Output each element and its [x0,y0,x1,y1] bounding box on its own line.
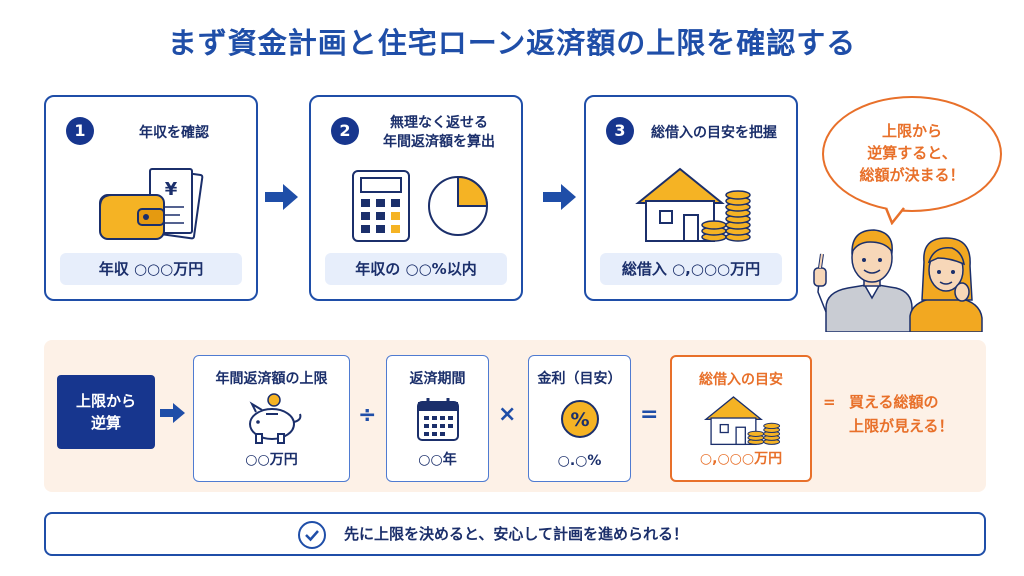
percent-icon: % [561,400,599,438]
arrow-right-icon [543,184,576,210]
step-value-3: 総借入 ○,○○○万円 [600,253,782,285]
yen-symbol: ¥ [165,179,178,200]
footer-note: 先に上限を決めると、安心して計画を進められる！ [44,512,986,556]
step-number-2: 2 [331,117,359,145]
multiply-operator: × [498,402,517,427]
formula-label-2: 返済期間 [409,371,466,387]
house-coins-icon [635,167,751,242]
bubble-line-1: 上限から [881,122,942,141]
step-title-3: 総借入の目安を把握 [651,124,777,141]
step-title-2-line1: 無理なく返せる [390,115,488,132]
step-value-1: 年収 ○○○万円 [60,253,242,285]
step-card-1: 1 年収を確認 ¥ 年収 ○○○万円 [44,95,258,301]
calculator-icon [352,170,410,242]
step-number-1: 1 [66,117,94,145]
formula-repayment-period: 返済期間 ○○年 [386,355,489,482]
formula-value-2: ○○年 [418,452,457,468]
formula-total-loan: 総借入の目安 ○,○○○万円 [670,355,812,482]
speech-bubble: 上限から 逆算すると、 総額が決まる！ [822,96,1002,212]
formula-value-3: ○.○% [557,453,602,469]
formula-value-1: ○○万円 [245,452,298,468]
bubble-tail [884,207,905,225]
step-card-3: 3 総借入の目安を把握 総借入 ○,○○○万円 [584,95,798,301]
equals-operator: = [640,402,659,427]
formula-annual-repayment: 年間返済額の上限 ○○万円 [193,355,350,482]
result-line-2: 上限が見える！ [849,417,954,435]
result-equals: = [823,393,836,411]
formula-interest-rate: 金利（目安） % ○.○% [528,355,631,482]
arrow-right-icon [265,184,298,210]
couple-illustration [813,229,983,332]
reverse-label-line-1: 上限から [75,391,136,410]
piggy-bank-icon [249,393,302,444]
step-title-1: 年収を確認 [139,124,209,141]
result-line-1: 買える総額の [849,393,939,411]
percent-symbol: % [570,409,589,431]
bubble-line-3: 総額が決まる！ [859,165,965,184]
step-card-2: 2 無理なく返せる年間返済額を算出 年収の ○○%以内 [309,95,523,301]
formula-value-4: ○,○○○万円 [699,451,783,467]
step-number-3: 3 [606,117,634,145]
page-title: まず資金計画と住宅ローン返済額の上限を確認する [167,26,857,60]
step-title-2: 無理なく返せる年間返済額を算出 [367,111,511,155]
step-value-2: 年収の ○○%以内 [325,253,507,285]
reverse-label-line-2: 逆算 [90,414,121,432]
bubble-line-2: 逆算すると、 [867,144,957,163]
wallet-receipt-icon: ¥ [99,168,204,240]
formula-label-1: 年間返済額の上限 [215,371,328,387]
house-coins-icon [703,396,781,446]
step-title-2-line2: 年間返済額を算出 [383,134,495,150]
divide-operator: ÷ [358,403,377,428]
calendar-icon [417,398,459,441]
arrow-right-icon [160,403,185,423]
check-circle-icon [298,521,326,549]
formula-label-4: 総借入の目安 [699,372,783,388]
pie-chart-icon [428,175,489,236]
footer-text: 先に上限を決めると、安心して計画を進められる！ [344,525,688,543]
reverse-calc-label: 上限から 逆算 [57,375,155,449]
formula-label-3: 金利（目安） [537,371,622,387]
